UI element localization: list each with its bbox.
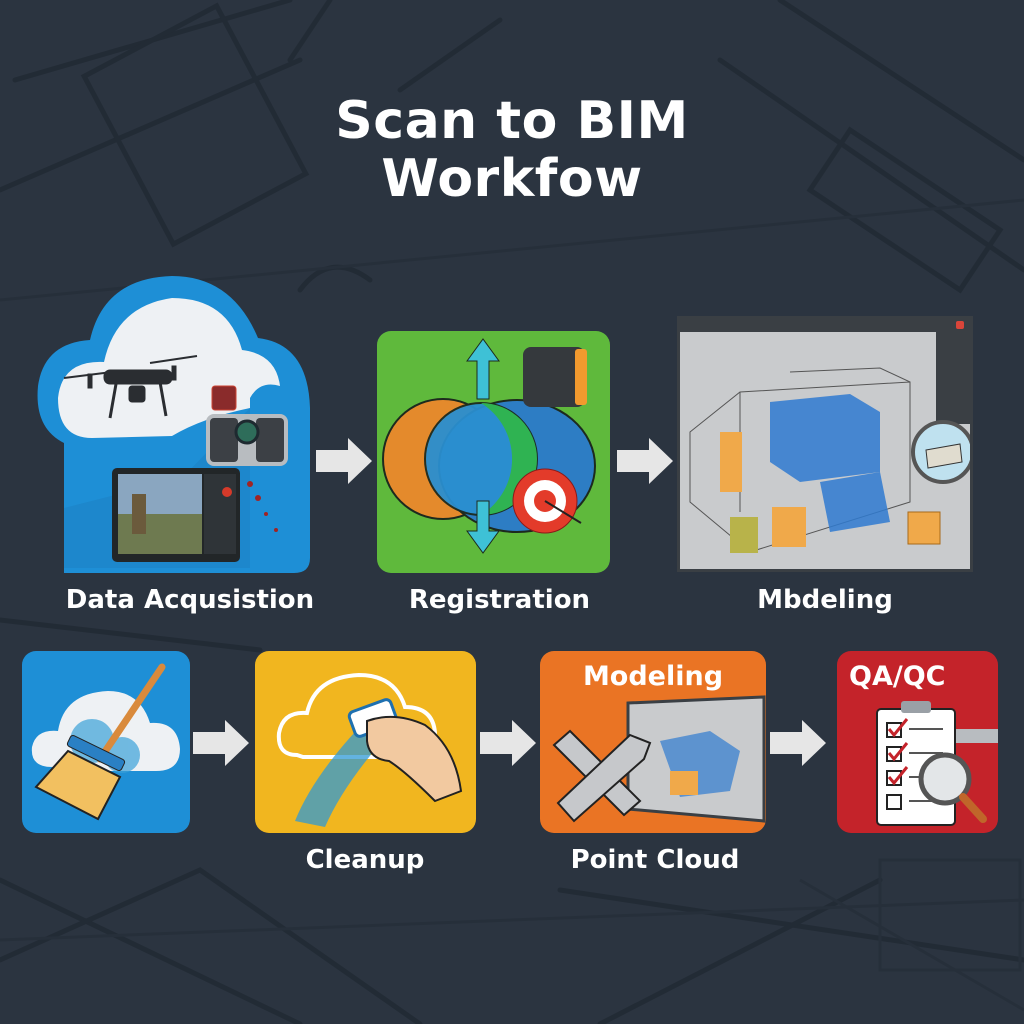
arrow-right-icon — [316, 438, 372, 484]
step-label-registration: Registration — [408, 585, 591, 615]
step-label-modeling: Mbdeling — [757, 585, 893, 615]
title-line-1: Scan to BIM — [335, 91, 689, 151]
step-qa-qc-tile: QA/QC — [837, 651, 998, 833]
step-cleanup-tile — [255, 651, 476, 833]
arrow-right-icon — [617, 438, 673, 484]
window-close-icon — [956, 321, 964, 329]
step-modeling-window-tile — [677, 316, 973, 572]
broom-cloud-icon — [31, 663, 181, 821]
arrow-right-icon — [193, 720, 249, 766]
arrow-right-icon — [480, 720, 536, 766]
window-titlebar — [680, 319, 970, 332]
step-point-cloud-modeling-tile: Modeling — [540, 651, 766, 833]
arrow-right-icon — [770, 720, 826, 766]
tool-palette — [936, 332, 970, 424]
step-registration-tile — [377, 331, 610, 573]
drone-scanner-tablet-cloud-icon — [37, 276, 310, 573]
step-label-cleanup: Cleanup — [305, 845, 425, 875]
step-sweep-tile — [22, 651, 190, 833]
step-label-point-cloud: Point Cloud — [570, 845, 740, 875]
bim-model-icon — [689, 367, 970, 553]
wrench-hammer-model-icon — [552, 695, 766, 823]
tile-title-qa-qc: QA/QC — [849, 661, 946, 692]
overlapping-scans-target-icon — [382, 338, 596, 554]
step-label-data-acquisition: Data Acqusistion — [65, 585, 315, 615]
page-title: Scan to BIM Workfow — [0, 92, 1024, 208]
tile-title-modeling: Modeling — [582, 661, 724, 692]
title-line-2: Workfow — [381, 149, 643, 209]
step-data-acquisition-tile — [32, 268, 310, 574]
eraser-hand-cloud-icon — [276, 672, 463, 827]
checklist-magnifier-icon — [876, 701, 998, 826]
